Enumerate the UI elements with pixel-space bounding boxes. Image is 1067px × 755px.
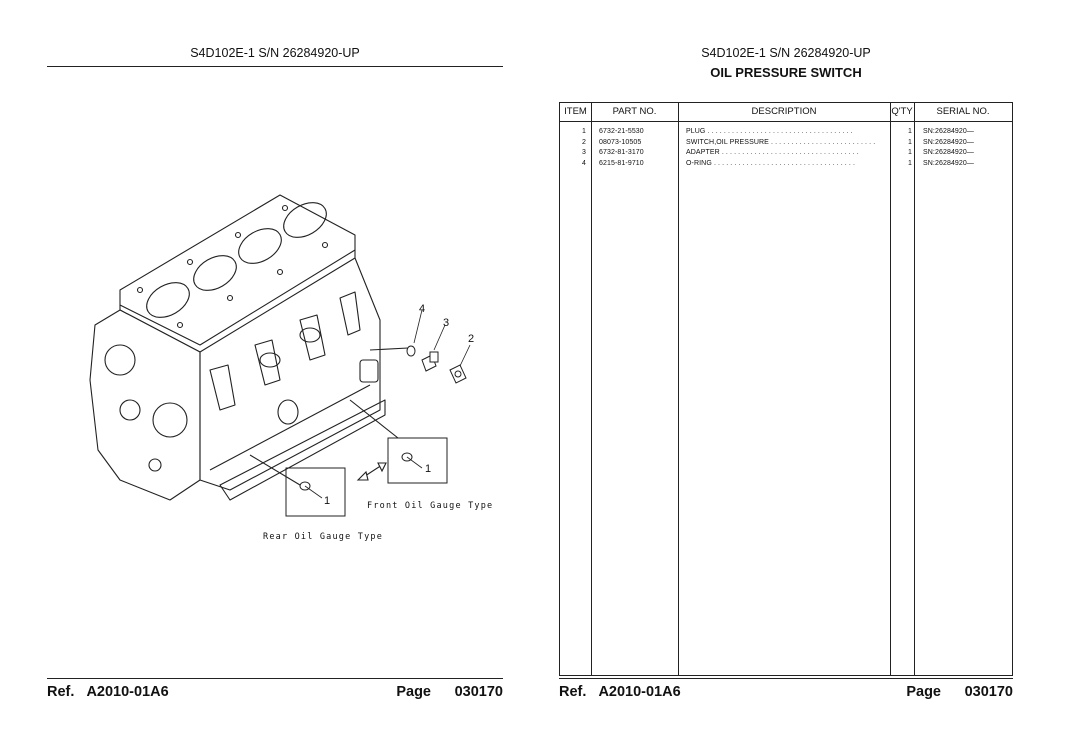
ref-value: A2010-01A6	[598, 684, 681, 700]
item-number: 4	[582, 159, 586, 167]
description: O-RING . . . . . . . . . . . . . . . . .…	[686, 159, 856, 167]
callout-2: 2	[468, 333, 475, 345]
part-number: 6732-21-5530	[599, 128, 644, 135]
o-ring-icon	[299, 452, 413, 491]
ref-value: A2010-01A6	[86, 684, 169, 700]
table-row[interactable]: 1 6732-21-5530 PLUG . . . . . . . . . . …	[560, 128, 1012, 139]
quantity: 1	[908, 128, 912, 135]
part-number: 6215-81-9710	[599, 159, 644, 167]
engine-block-illustration	[89, 194, 471, 517]
serial-number: SN:26284920—	[923, 138, 975, 146]
item-number: 2	[582, 138, 586, 146]
parts-table: ITEM PART NO. DESCRIPTION Q'TY SERIAL NO…	[559, 102, 1013, 676]
item-number: 1	[582, 128, 586, 135]
right-page-header: S4D102E-1 S/N 26284920-UP	[701, 46, 871, 60]
table-row[interactable]: 3 6732-81-3170 ADAPTER . . . . . . . . .…	[560, 149, 1012, 160]
callout-4: 4	[419, 303, 426, 315]
col-header-qty: Q'TY	[891, 106, 913, 117]
rear-oil-gauge-label: Rear Oil Gauge Type	[263, 532, 384, 542]
table-row[interactable]: 4 6215-81-9710 O-RING . . . . . . . . . …	[560, 160, 1012, 171]
col-header-item: ITEM	[564, 106, 587, 117]
left-page-header: S4D102E-1 S/N 26284920-UP	[190, 46, 360, 60]
serial-number: SN:26284920—	[923, 159, 975, 167]
col-divider	[914, 103, 915, 675]
serial-number: SN:26284920—	[923, 149, 975, 156]
callout-3: 3	[443, 317, 450, 329]
table-row[interactable]: 2 08073-10505 SWITCH,OIL PRESSURE . . . …	[560, 139, 1012, 150]
ref-label: Ref.	[559, 684, 587, 700]
part-number: 6732-81-3170	[599, 149, 644, 156]
plug-icon	[406, 345, 416, 357]
col-header-description: DESCRIPTION	[751, 106, 817, 117]
left-footer-rule	[47, 678, 503, 679]
part-number: 08073-10505	[599, 138, 642, 146]
page-label: Page	[906, 684, 941, 700]
serial-number: SN:26284920—	[923, 128, 975, 135]
page-label: Page	[396, 684, 431, 700]
callout-1-front: 1	[425, 463, 432, 475]
description: SWITCH,OIL PRESSURE . . . . . . . . . . …	[686, 138, 876, 146]
right-footer-rule	[559, 678, 1013, 679]
oil-pressure-switch-icon	[449, 364, 467, 384]
double-arrow-icon	[356, 462, 387, 481]
quantity: 1	[908, 159, 912, 167]
adapter-icon	[421, 351, 439, 372]
right-footer: Ref. A2010-01A6 030170 Page	[559, 684, 1013, 700]
col-divider	[678, 103, 679, 675]
quantity: 1	[908, 138, 912, 146]
description: ADAPTER . . . . . . . . . . . . . . . . …	[686, 149, 859, 156]
callout-1-rear: 1	[324, 495, 331, 507]
page-value: 030170	[964, 684, 1013, 700]
quantity: 1	[908, 149, 912, 156]
section-title: OIL PRESSURE SWITCH	[710, 65, 862, 80]
page-value: 030170	[454, 684, 503, 700]
description: PLUG . . . . . . . . . . . . . . . . . .…	[686, 128, 853, 135]
item-number: 3	[582, 149, 586, 156]
table-header-rule	[560, 121, 1012, 122]
front-oil-gauge-label: Front Oil Gauge Type	[367, 501, 494, 511]
ref-label: Ref.	[47, 684, 75, 700]
col-header-part-no: PART NO.	[612, 106, 657, 117]
left-footer: Ref. A2010-01A6 030170 Page	[47, 684, 503, 700]
col-header-serial-no: SERIAL NO.	[936, 106, 990, 117]
col-divider	[591, 103, 592, 675]
left-header-rule	[47, 66, 503, 67]
col-divider	[890, 103, 891, 675]
